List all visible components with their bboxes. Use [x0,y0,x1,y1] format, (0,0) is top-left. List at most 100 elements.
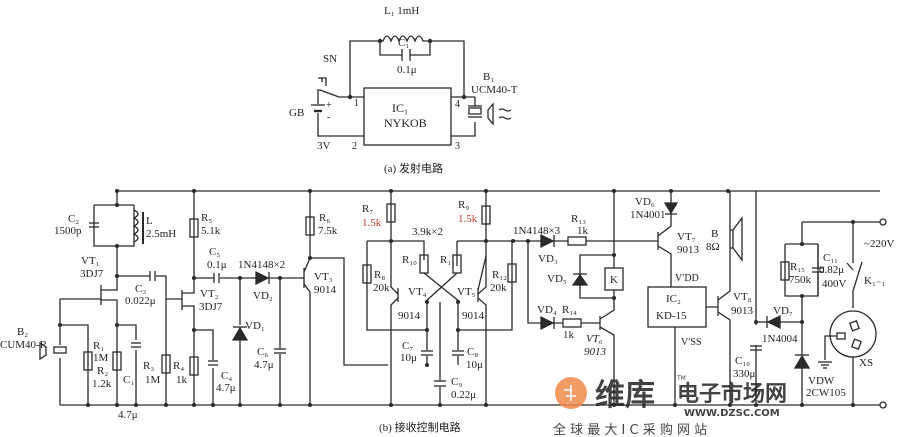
transmitter-circuit [311,35,512,146]
label-vt1: VT₁ [81,255,100,267]
label-vd2: VD₂ [253,290,273,302]
label-b1-part: UCM40-T [471,84,518,96]
label-c1: C₁ [398,37,409,49]
label-r8-val: 20k [373,282,390,294]
label-b: B [711,228,718,240]
vt2-jfet [166,191,195,405]
label-vt5: VT₅ [457,286,476,298]
label-r9: R₉ [458,199,469,211]
vt7-transistor [614,214,672,287]
label-xs: XS [859,357,873,369]
label-r3-val: 1M [145,374,161,386]
label-vd5: VD₅ [547,273,567,285]
pin-4: 4 [455,99,460,110]
label-b2-part: CUM40-R [0,339,48,351]
caption-a: (a) 发射电路 [384,161,443,175]
label-c11-val: 0.82μ [819,264,844,276]
r14-resistor [562,318,582,328]
label-r2-val: 1.2k [92,378,112,390]
label-vd6-part: 1N4001 [630,209,665,221]
label-c8: C₈ [467,346,478,358]
label-vd7: VD₇ [773,305,793,317]
label-r13-val: 1k [577,225,589,237]
vt1-jfet [60,276,118,325]
label-vt8-part: 9013 [731,305,754,317]
b1-transducer [468,107,482,115]
label-vt2-part: 3DJ7 [199,301,223,313]
label-c4-val: 4.7μ [216,382,236,394]
label-r12-val: 20k [490,282,507,294]
receiver-circuit [39,189,887,409]
label-r9-val: 1.5k [458,213,478,225]
label-r13: R₁₃ [571,213,586,225]
watermark-slogan: 全 球 最 大 I C 采 购 网 站 [553,422,707,437]
label-r15: R₁₅ [790,261,805,273]
watermark-url: WWW.DZSC.COM [684,408,780,419]
label-c5: C₅ [209,246,220,258]
label-vd3: VD₃ [538,253,558,265]
label-c9: C₉ [451,376,462,388]
label-r14: R₁₄ [562,304,577,316]
watermark-brand: 维库 [595,378,655,413]
r15-resistor [780,261,790,281]
label-b1: B₁ [483,71,494,83]
label-gb: GB [289,107,304,119]
inductor-l1 [380,35,430,43]
vt6-transistor [599,298,615,405]
label-vd7-part: 1N4004 [762,333,798,345]
r8-resistor [362,264,372,284]
label-plus: + [326,100,332,111]
label-c10: C₁₀ [735,355,750,367]
r7-resistor [386,203,396,223]
label-r1-val: 1M [93,352,109,364]
label-k: K [610,274,618,286]
label-vt6-part: 9013 [584,346,607,358]
pin-1: 1 [354,98,359,109]
label-c3: C₃ [135,283,146,295]
label-c2: C₂ [68,213,79,225]
r5-resistor [189,218,199,238]
label-ic2: IC₂ [666,293,681,305]
label-r10-r11-val: 3.9k×2 [412,226,443,238]
relay-contact-k11 [846,222,863,308]
label-vt8: VT₈ [733,291,752,303]
label-c6: C₆ [257,346,268,358]
label-vd6: VD₆ [635,196,655,208]
r4-resistor [189,356,199,376]
pin-3: 3 [455,141,460,152]
label-ic2-part: KD-15 [656,310,687,322]
label-c5-val: 0.1μ [207,259,227,271]
label-c11: C₁₁ [823,252,838,264]
label-c4: C₄ [221,370,232,382]
caption-b: (b) 接收控制电路 [379,420,461,434]
r1-resistor [83,351,93,371]
label-mains: ~220V [864,238,894,250]
label-r4-val: 1k [176,374,188,386]
label-sn: SN [323,53,337,65]
r13-resistor [567,236,587,246]
label-c7: C₇ [402,340,413,352]
label-vd1: VD₁ [245,320,265,332]
label-vt3: VT₃ [314,271,333,283]
label-vt4-part: 9014 [398,310,421,322]
label-vdw: VDW [808,375,835,387]
label-l: L [146,215,153,227]
label-l-val: 2.5mH [146,228,176,240]
label-k11: K₁₋₁ [864,275,886,287]
label-vt7-part: 9013 [677,244,700,256]
label-r5-val: 5.1k [201,225,221,237]
watermark-brand2: 电子市场网 [677,381,787,407]
vt3-transistor [296,191,311,405]
label-ic1-part: NYKOB [384,116,427,130]
label-r1: R₁ [93,340,104,352]
label-r3: R₃ [143,360,154,372]
watermark-tm: TM [676,375,686,382]
label-c6-val: 4.7μ [254,359,274,371]
label-c1-val: 0.1μ [397,64,417,76]
label-vdw-part: 2CW105 [806,387,846,399]
label-vt5-part: 9014 [462,310,485,322]
label-gb-volt: 3V [317,140,331,152]
label-r7-val: 1.5k [362,217,382,229]
label-r7: R₇ [362,203,373,215]
